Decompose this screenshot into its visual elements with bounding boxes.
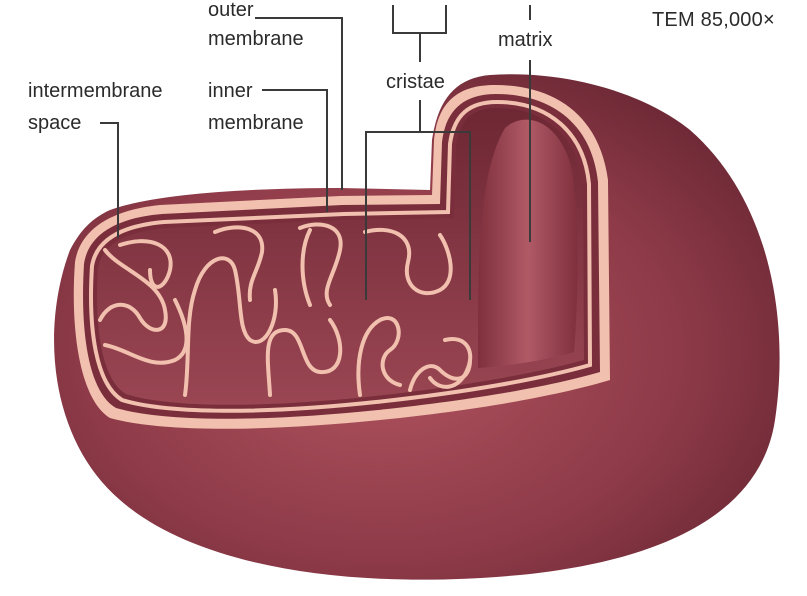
label-intermembrane-space: intermembrane space	[28, 79, 163, 135]
label-outer-membrane: outer membrane	[208, 0, 304, 51]
label-intermembrane-space-line2: space	[28, 111, 163, 135]
label-outer-membrane-line2: membrane	[208, 27, 304, 51]
matrix-chamber	[478, 120, 578, 368]
label-inner-membrane-line1: inner	[208, 79, 304, 103]
label-magnification-text: TEM 85,000×	[652, 8, 775, 32]
label-inner-membrane: inner membrane	[208, 79, 304, 135]
label-matrix-text: matrix	[498, 28, 552, 52]
label-magnification: TEM 85,000×	[652, 8, 775, 32]
label-inner-membrane-line2: membrane	[208, 111, 304, 135]
label-cristae-text: cristae	[386, 70, 445, 94]
cristae-top-bracket	[393, 5, 446, 33]
label-matrix: matrix	[498, 28, 552, 52]
label-cristae: cristae	[386, 70, 445, 94]
label-outer-membrane-line1: outer	[208, 0, 304, 22]
label-intermembrane-space-line1: intermembrane	[28, 79, 163, 103]
